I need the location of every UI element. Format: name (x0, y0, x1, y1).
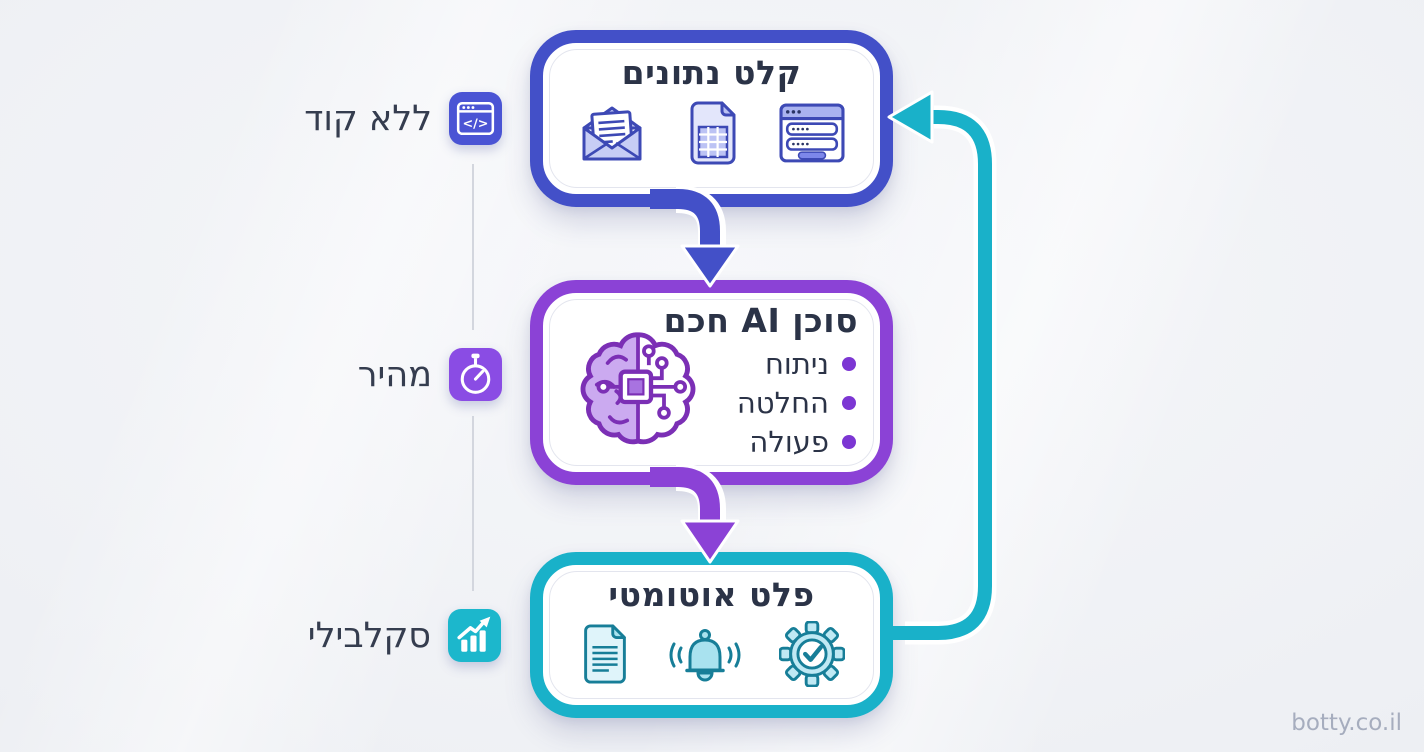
output-icons-row (543, 621, 880, 687)
bullet-dot (842, 435, 856, 449)
gear-check-icon (778, 621, 845, 687)
bullet-decision: החלטה (737, 385, 856, 421)
bullet-label: פעולה (749, 425, 829, 459)
agent-box: סוכן AI חכם ניתוח החלטה פעולה (530, 280, 893, 485)
side-label-text: סקלבילי (307, 615, 431, 656)
bullet-label: החלטה (736, 386, 829, 420)
code-glyph: </> (463, 117, 489, 132)
stopwatch-icon (449, 348, 502, 401)
bullet-label: ניתוח (764, 347, 829, 381)
watermark: botty.co.il (1291, 710, 1402, 736)
arrowhead-feedback-loop (887, 90, 934, 144)
bullet-action: פעולה (737, 424, 856, 460)
side-label-text: ללא קוד (304, 98, 432, 139)
open-email-icon (576, 102, 648, 164)
ai-brain-icon (573, 324, 703, 454)
input-icons-row (543, 99, 880, 167)
side-label-scalable: סקלבילי (308, 609, 501, 662)
input-box-title: קלט נתונים (621, 53, 802, 92)
document-icon (579, 623, 631, 685)
web-form-icon (776, 101, 848, 165)
growth-chart-icon (448, 609, 501, 662)
side-label-fast: מהיר (358, 348, 502, 401)
output-box-title: פלט אוטומטי (608, 575, 815, 614)
bullet-dot (842, 357, 856, 371)
output-box: פלט אוטומטי (530, 552, 893, 718)
spreadsheet-icon (684, 99, 740, 167)
code-window-icon: </> (449, 92, 502, 145)
feedback-loop-arrow (889, 110, 992, 640)
agent-box-title: סוכן AI חכם (663, 301, 858, 340)
bullet-analysis: ניתוח (737, 346, 856, 382)
side-label-no-code: ללא קוד </> (304, 92, 502, 145)
side-connector-line (472, 416, 474, 591)
arrow-outline (905, 105, 997, 645)
side-label-text: מהיר (357, 354, 432, 395)
notification-bell-icon (667, 623, 743, 685)
side-connector-line (472, 164, 474, 330)
agent-bullet-list: ניתוח החלטה פעולה (737, 346, 856, 460)
input-box: קלט נתונים (530, 30, 893, 207)
bullet-dot (842, 396, 856, 410)
